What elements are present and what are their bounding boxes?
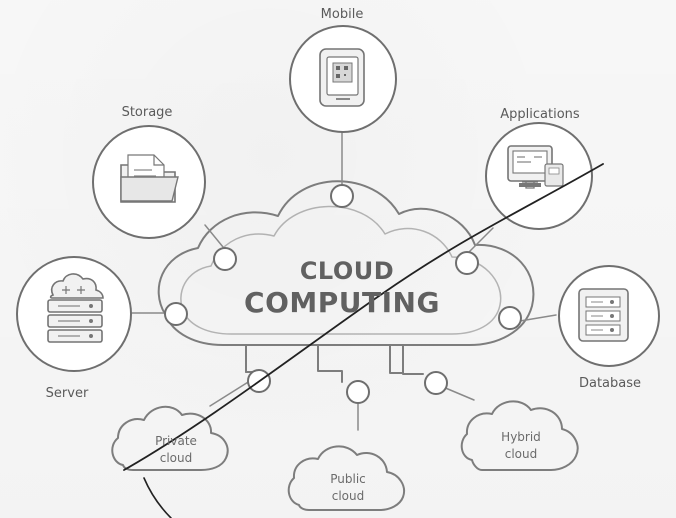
center-branch-line [317, 344, 343, 383]
pen-stroke [123, 163, 604, 471]
public-cloud-icon [287, 445, 405, 511]
cloud-title-line-1: CLOUD [300, 257, 394, 285]
hybrid-cloud-label-line-2: cloud [505, 447, 538, 461]
hybrid-cloud-node [424, 371, 448, 395]
private-cloud-icon [111, 405, 229, 471]
database-icon [578, 288, 629, 342]
storage-cloud-node [213, 247, 237, 271]
private-cloud-label-line-2: cloud [160, 451, 193, 465]
applications-connector-line [468, 227, 494, 253]
mobile-label: Mobile [321, 7, 364, 22]
cloud-title-line-2: COMPUTING [244, 286, 440, 319]
database-cloud-node [498, 306, 522, 330]
right-branch-line [402, 344, 424, 375]
hybrid-cloud-icon [460, 400, 579, 471]
server-cloud-icon [47, 273, 104, 343]
private-cloud-connector-line [209, 378, 254, 407]
storage-label: Storage [122, 105, 173, 120]
server-label: Server [46, 386, 89, 401]
applications-label: Applications [500, 107, 580, 122]
public-cloud-label-line-1: Public [330, 472, 366, 486]
database-connector-line [519, 314, 557, 322]
mobile-cloud-node [330, 184, 354, 208]
public-cloud-node [346, 380, 370, 404]
applications-cloud-node [455, 251, 479, 275]
public-cloud-label-line-2: cloud [332, 489, 365, 503]
hybrid-cloud-label-line-1: Hybrid [501, 430, 541, 444]
mobile-qr-icon [319, 48, 365, 107]
server-circle [16, 256, 132, 372]
server-cloud-node [164, 302, 188, 326]
database-label: Database [579, 376, 641, 391]
storage-connector-line [204, 224, 224, 248]
pen-stroke-tail [143, 477, 172, 518]
desktop-app-icon [507, 145, 564, 189]
main-cloud-outline [157, 180, 535, 347]
folder-document-icon [120, 154, 179, 203]
private-cloud-label-line-1: Private [155, 434, 197, 448]
lower-branch-connector-b [389, 344, 404, 374]
